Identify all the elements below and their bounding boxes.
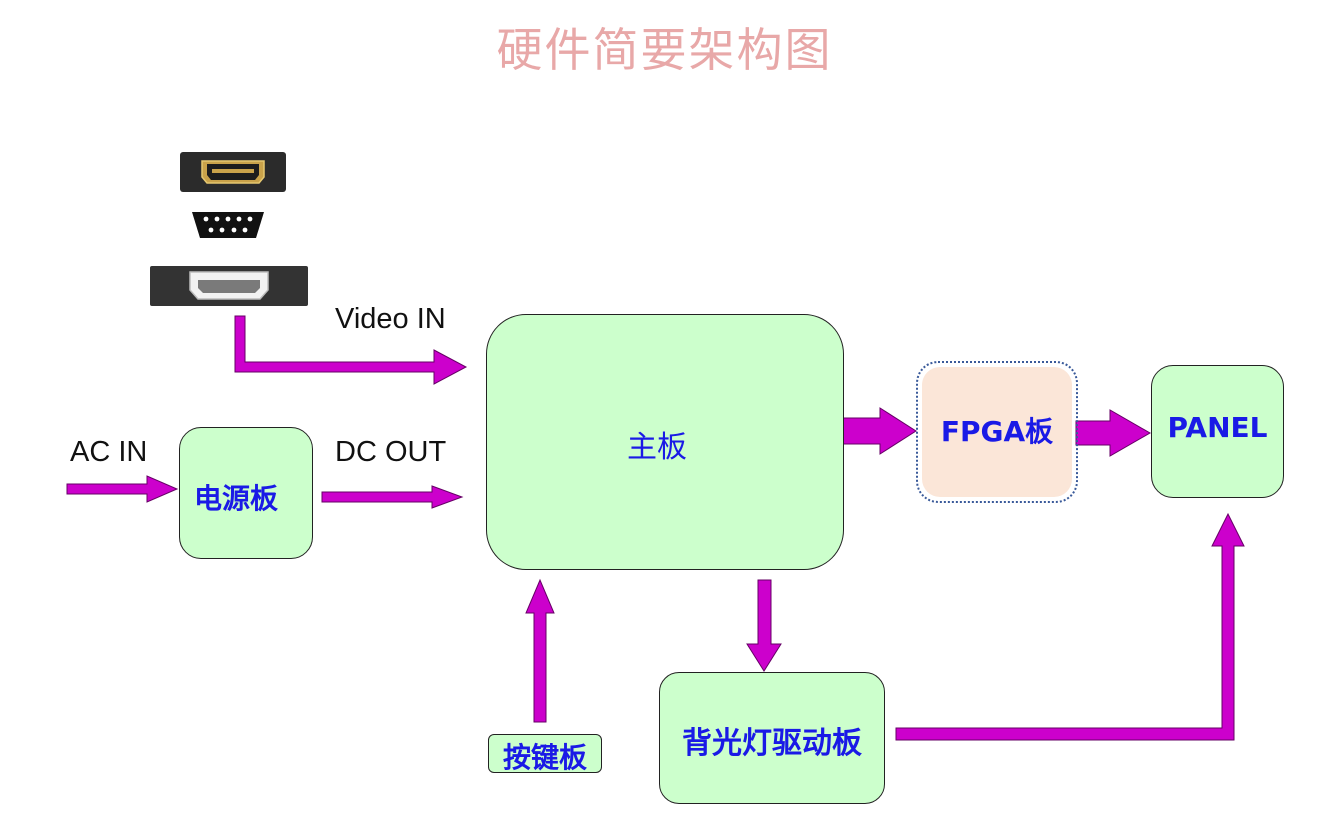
key-board-box: 按键板 <box>488 734 602 774</box>
dc-out-arrow <box>321 485 464 509</box>
main-to-fpga-arrow <box>842 407 917 455</box>
panel-box: PANEL <box>1151 365 1284 498</box>
main-to-backlight-arrow <box>746 579 782 672</box>
fpga-board-label: FPGA板 <box>940 415 1054 448</box>
hdmi-port-icon <box>180 152 286 192</box>
diagram-title: 硬件简要架构图 <box>496 23 833 77</box>
power-board-label: 电源板 <box>193 482 278 515</box>
key-board-label: 按键板 <box>502 740 587 774</box>
dc-out-label: DC OUT <box>335 436 447 468</box>
video-in-arrow <box>234 315 468 385</box>
key-to-main-arrow <box>525 578 555 723</box>
fpga-to-panel-arrow <box>1075 409 1152 457</box>
ac-in-label: AC IN <box>70 436 148 468</box>
fpga-board-box: FPGA板 <box>916 361 1078 503</box>
backlight-driver-label: 背光灯驱动板 <box>682 726 862 761</box>
backlight-to-panel-arrow <box>895 512 1245 741</box>
video-in-label: Video IN <box>335 303 446 335</box>
backlight-driver-box: 背光灯驱动板 <box>659 672 885 804</box>
power-board-box: 电源板 <box>179 427 313 559</box>
panel-label: PANEL <box>1167 411 1268 444</box>
main-board-box: 主板 <box>486 314 844 570</box>
main-board-label: 主板 <box>627 430 687 465</box>
hdmi-connector-icon <box>150 266 308 306</box>
ac-in-arrow <box>66 475 179 503</box>
vga-port-icon <box>192 212 264 238</box>
